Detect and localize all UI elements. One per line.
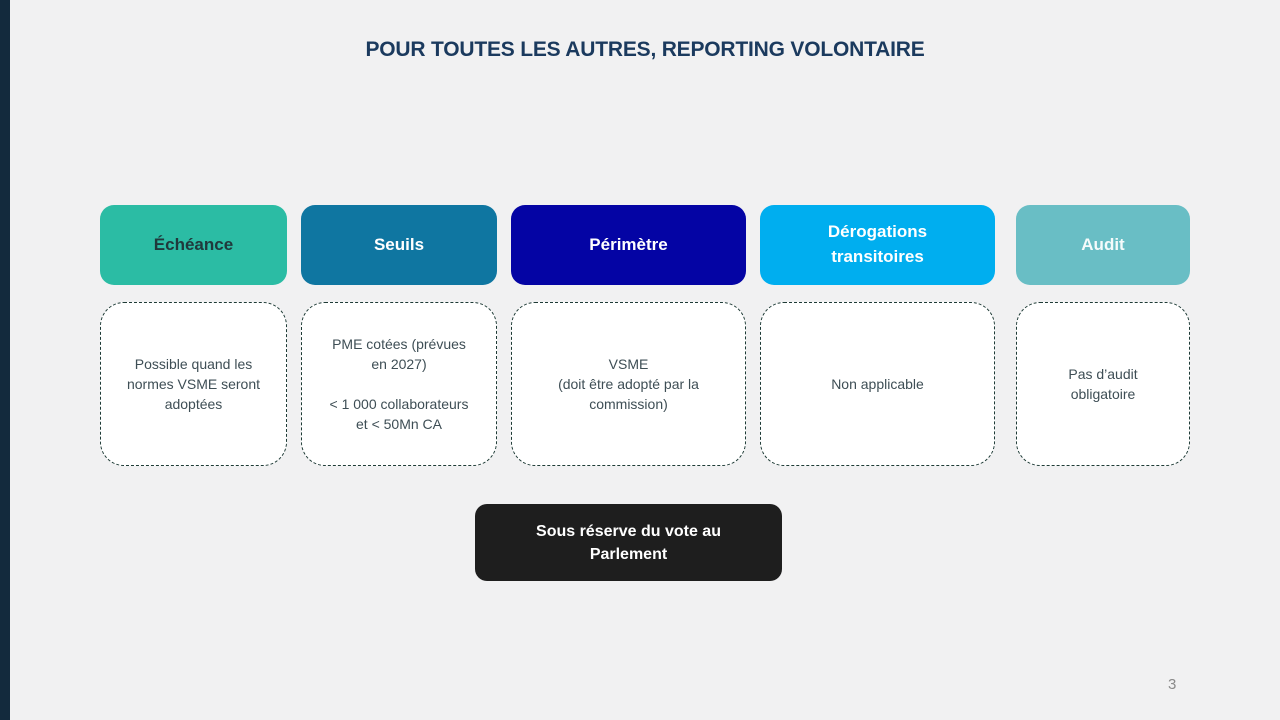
slide-title: POUR TOUTES LES AUTRES, REPORTING VOLONT… xyxy=(365,38,925,61)
header-pill-perimetre: Périmètre xyxy=(511,205,746,285)
info-card-perimetre: VSME (doit être adopté par la commission… xyxy=(511,302,746,466)
column-echeance: Échéance Possible quand les normes VSME … xyxy=(100,205,287,466)
header-pill-echeance: Échéance xyxy=(100,205,287,285)
header-pill-audit: Audit xyxy=(1016,205,1190,285)
column-perimetre: Périmètre VSME (doit être adopté par la … xyxy=(511,205,746,466)
header-pill-label: Dérogations transitoires xyxy=(827,222,928,266)
footnote-text: Sous réserve du vote au Parlement xyxy=(536,522,721,563)
left-accent-bar xyxy=(0,0,10,720)
header-pill-derogations-transitoires: Dérogations transitoires xyxy=(760,205,995,285)
column-derogations-transitoires: Dérogations transitoires Non applicable xyxy=(760,205,995,466)
header-pill-seuils: Seuils xyxy=(301,205,497,285)
info-card-text: Non applicable xyxy=(831,376,924,392)
page-number: 3 xyxy=(1168,676,1177,693)
info-card-seuils: PME cotées (prévues en 2027) < 1 000 col… xyxy=(301,302,497,466)
footnote-badge: Sous réserve du vote au Parlement xyxy=(475,504,782,581)
info-card-echeance: Possible quand les normes VSME seront ad… xyxy=(100,302,287,466)
header-pill-label: Seuils xyxy=(373,234,425,254)
header-pill-label: Échéance xyxy=(153,234,234,254)
info-card-derogations-transitoires: Non applicable xyxy=(760,302,995,466)
header-pill-label: Périmètre xyxy=(589,234,668,254)
info-card-text: Possible quand les normes VSME seront ad… xyxy=(126,356,261,412)
header-pill-label: Audit xyxy=(1081,234,1125,254)
info-card-text: VSME (doit être adopté par la commission… xyxy=(558,356,699,412)
column-audit: Audit Pas d’audit obligatoire xyxy=(1016,205,1190,466)
info-card-text: PME cotées (prévues en 2027) < 1 000 col… xyxy=(329,336,469,432)
info-card-text: Pas d’audit obligatoire xyxy=(1068,366,1138,402)
column-seuils: Seuils PME cotées (prévues en 2027) < 1 … xyxy=(301,205,497,466)
info-card-audit: Pas d’audit obligatoire xyxy=(1016,302,1190,466)
